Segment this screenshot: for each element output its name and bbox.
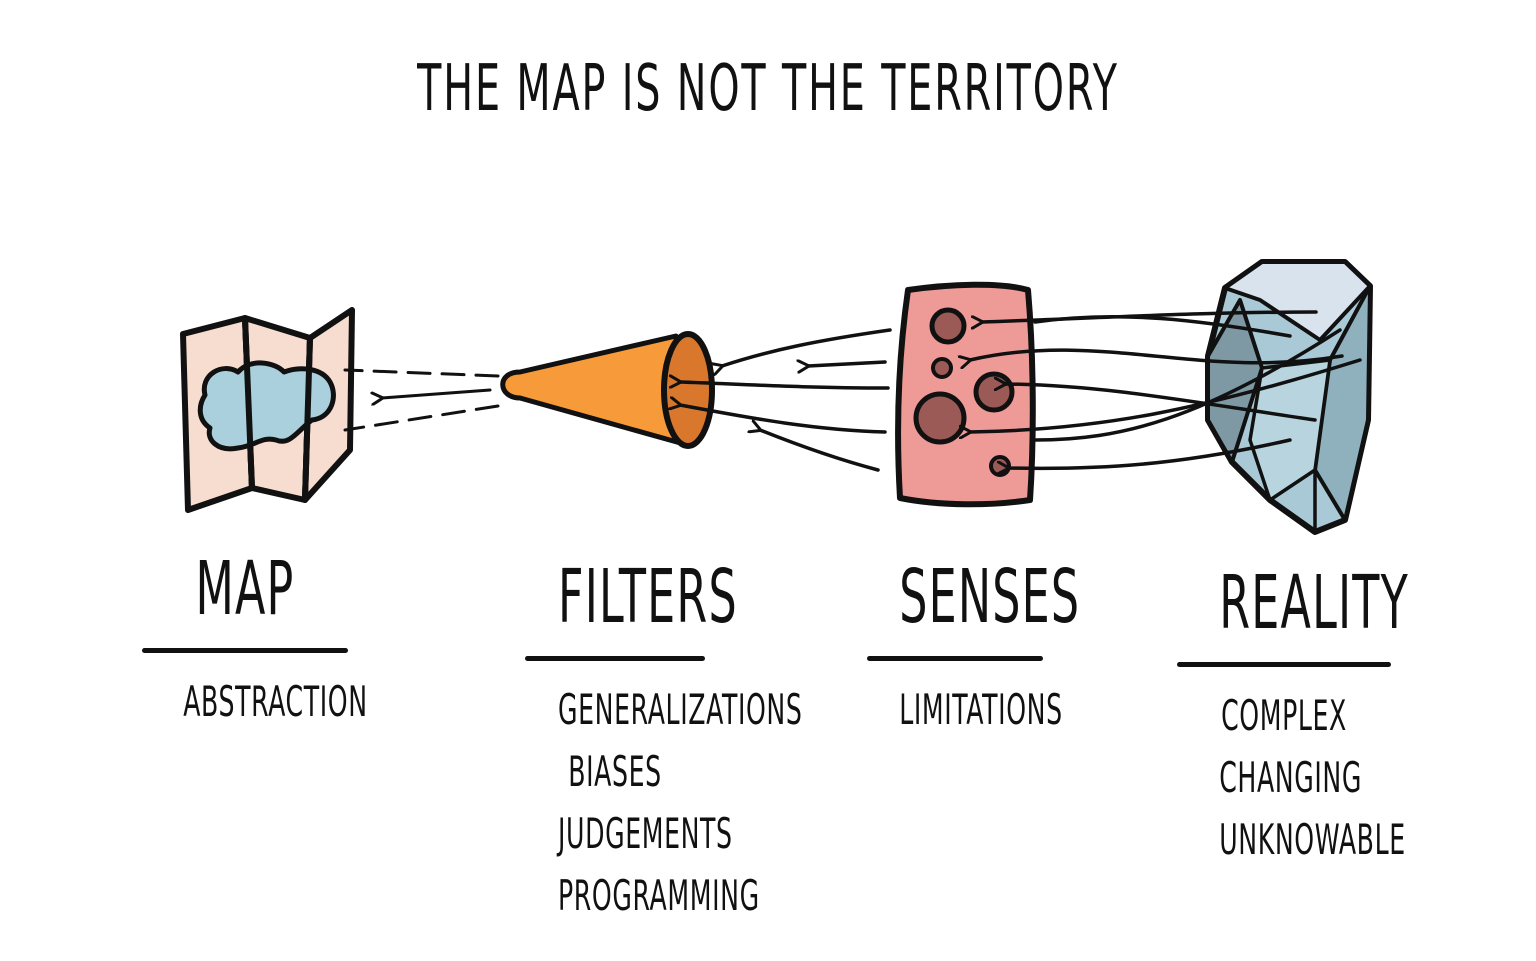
column-heading-filters: FILTERS bbox=[558, 554, 738, 640]
sense-dot-5 bbox=[989, 455, 1011, 477]
column-heading-reality: REALITY bbox=[1219, 560, 1409, 646]
column-rule-senses bbox=[867, 656, 1043, 661]
column-rule-reality bbox=[1177, 662, 1391, 667]
column-items-map: ABSTRACTION bbox=[142, 671, 368, 733]
column-items-filters: GENERALIZATIONS BIASES JUDGEMENTS PROGRA… bbox=[520, 679, 803, 927]
reality-to-senses-arrows bbox=[970, 310, 1362, 468]
column-items-senses: LIMITATIONS bbox=[862, 679, 1063, 741]
column-reality: REALITY COMPLEX CHANGING UNKNOWABLE bbox=[1176, 560, 1409, 871]
senses-panel-icon bbox=[895, 281, 1036, 508]
sense-dot-4 bbox=[913, 391, 967, 445]
filter-to-map-arrows bbox=[343, 368, 500, 432]
folded-map-icon bbox=[180, 307, 355, 513]
column-item: JUDGEMENTS bbox=[558, 809, 733, 858]
column-filters: FILTERS GENERALIZATIONS BIASES JUDGEMENT… bbox=[520, 554, 803, 927]
column-item: UNKNOWABLE bbox=[1219, 815, 1406, 864]
column-rule-filters bbox=[525, 656, 705, 661]
senses-panel bbox=[895, 281, 1036, 508]
column-item: PROGRAMMING bbox=[558, 871, 760, 920]
column-heading-senses: SENSES bbox=[899, 554, 1081, 640]
funnel-mouth bbox=[661, 331, 715, 449]
column-map: MAP ABSTRACTION bbox=[142, 546, 368, 733]
column-item: COMPLEX bbox=[1221, 691, 1347, 740]
page-title: THE MAP IS NOT THE TERRITORY bbox=[417, 52, 1119, 126]
column-item: ABSTRACTION bbox=[183, 677, 368, 726]
senses-to-filter-arrows bbox=[680, 328, 892, 472]
column-item: GENERALIZATIONS bbox=[558, 685, 803, 734]
funnel-icon bbox=[500, 331, 715, 449]
column-items-reality: COMPLEX CHANGING UNKNOWABLE bbox=[1176, 685, 1406, 871]
column-item: LIMITATIONS bbox=[899, 685, 1063, 734]
column-rule-map bbox=[142, 648, 348, 653]
sense-dot-3 bbox=[973, 371, 1015, 413]
sense-dot-1 bbox=[929, 307, 967, 345]
column-senses: SENSES LIMITATIONS bbox=[862, 554, 1081, 741]
column-item: BIASES bbox=[568, 747, 662, 796]
column-item: CHANGING bbox=[1219, 753, 1362, 802]
column-heading-map: MAP bbox=[195, 546, 295, 632]
funnel-body bbox=[500, 333, 687, 447]
sense-dot-2 bbox=[931, 357, 953, 379]
